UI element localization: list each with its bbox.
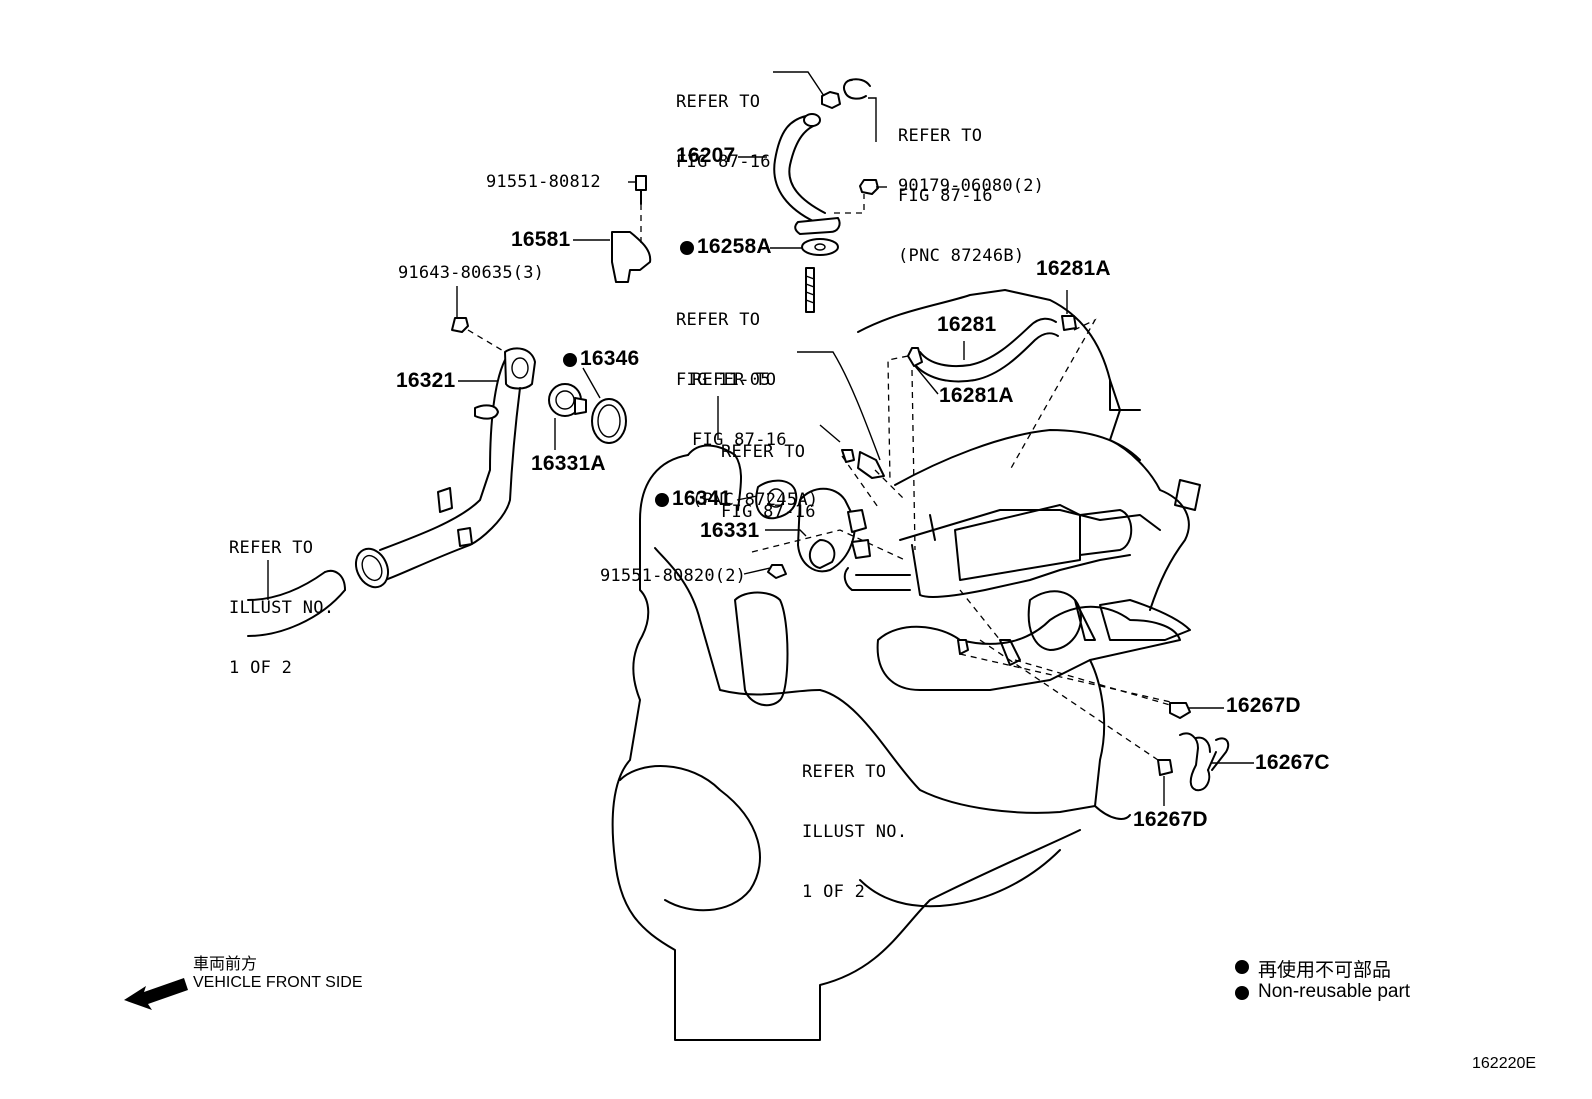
- label-line: REFER TO: [676, 310, 761, 330]
- refer-to-fig-87-16-pnc-87245a-label: REFER TO FIG 87-16 (PNC 87245A): [692, 330, 818, 530]
- thermostat: [548, 383, 627, 444]
- label-line: REFER TO: [229, 538, 314, 558]
- label-line: FIG 11-05: [676, 370, 771, 390]
- label-line: REFER TO: [676, 92, 761, 112]
- label-line: FIG 87-16: [721, 502, 816, 522]
- label-line: REFER TO: [692, 370, 777, 390]
- label-line: REFER TO: [898, 126, 983, 146]
- leader-lines: [267, 71, 1254, 806]
- label-line: (PNC 87246B): [898, 246, 1025, 266]
- part-number-16331[interactable]: 16331: [700, 519, 760, 542]
- water-bypass-pipe: [773, 78, 871, 313]
- part-number-90179-06080[interactable]: 90179-06080(2): [898, 176, 1045, 196]
- bolts-and-brackets: [451, 175, 1191, 776]
- vehicle-front-jp-label: 車両前方: [193, 956, 258, 973]
- label-line: FIG 87-16: [692, 430, 787, 450]
- engine-block: [611, 289, 1201, 1041]
- label-line: 1 OF 2: [802, 882, 866, 902]
- label-line: ILLUST NO.: [229, 598, 335, 618]
- water-outlet-pipe: [354, 347, 536, 589]
- part-number-16207[interactable]: 16207: [676, 144, 736, 167]
- part-number-91551-80812[interactable]: 91551-80812: [486, 172, 601, 192]
- refer-to-illust-left-label: REFER TO ILLUST NO. 1 OF 2: [229, 498, 334, 698]
- figure-id: 162220E: [1472, 1055, 1537, 1072]
- non-reusable-marker-icon: [655, 493, 669, 507]
- bypass-hose: [915, 317, 1059, 383]
- part-number-16321[interactable]: 16321: [396, 369, 456, 392]
- part-number-16267d-top[interactable]: 16267D: [1226, 694, 1301, 717]
- refer-to-fig-87-16-label: REFER TO FIG 87-16: [676, 52, 771, 192]
- label-line: FIG 87-16: [676, 152, 771, 172]
- part-number-16341[interactable]: 16341: [672, 487, 732, 510]
- label-line: FIG 87-16: [898, 186, 993, 206]
- alignment-lines: [467, 194, 1176, 761]
- part-number-16346[interactable]: 16346: [580, 347, 640, 370]
- part-number-16267c[interactable]: 16267C: [1255, 751, 1330, 774]
- part-number-16258a[interactable]: 16258A: [697, 235, 772, 258]
- legend-jp: 再使用不可部品: [1258, 960, 1392, 981]
- non-reusable-marker-icon: [680, 241, 694, 255]
- refer-to-illust-center-label: REFER TO ILLUST NO. 1 OF 2: [802, 722, 907, 922]
- label-line: REFER TO: [802, 762, 887, 782]
- non-reusable-marker-icon: [563, 353, 577, 367]
- part-number-16331a[interactable]: 16331A: [531, 452, 606, 475]
- part-number-91643-80635[interactable]: 91643-80635(3): [398, 263, 545, 283]
- refer-to-fig-87-16-pnc-87246b-label: REFER TO FIG 87-16 (PNC 87246B): [898, 86, 1024, 286]
- legend-bullet-icon: [1235, 986, 1249, 1000]
- part-number-16581[interactable]: 16581: [511, 228, 571, 251]
- refer-to-fig-87-16-lower-label: REFER TO FIG 87-16: [721, 402, 816, 542]
- legend-en: Non-reusable part: [1258, 981, 1411, 1002]
- vehicle-front-arrow-icon: [124, 978, 188, 1010]
- legend-bullet-icon: [1235, 960, 1249, 974]
- label-line: REFER TO: [721, 442, 806, 462]
- part-number-16281[interactable]: 16281: [937, 313, 997, 336]
- part-number-16281a-top[interactable]: 16281A: [1036, 257, 1111, 280]
- radiator-hoses: [247, 567, 911, 637]
- part-number-16267d-bottom[interactable]: 16267D: [1133, 808, 1208, 831]
- label-line: ILLUST NO.: [802, 822, 908, 842]
- label-line: 1 OF 2: [229, 658, 293, 678]
- refer-to-fig-11-05-label: REFER TO FIG 11-05: [676, 270, 771, 410]
- part-number-91551-80820[interactable]: 91551-80820(2): [600, 566, 747, 586]
- part-number-16281a-mid[interactable]: 16281A: [939, 384, 1014, 407]
- vehicle-front-en-label: VEHICLE FRONT SIDE: [193, 974, 363, 991]
- label-line: (PNC 87245A): [692, 490, 819, 510]
- heater-hose: [1179, 732, 1230, 792]
